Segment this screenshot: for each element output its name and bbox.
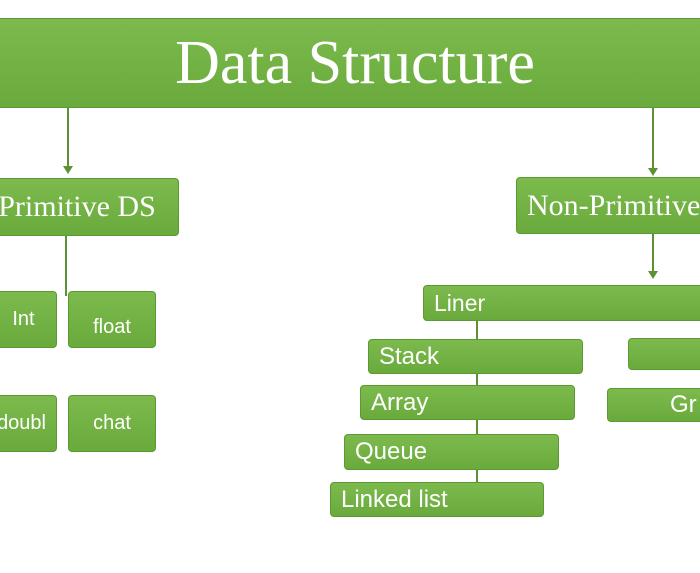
linear-item-stack: Stack bbox=[368, 339, 583, 374]
linear-item-label: Queue bbox=[355, 438, 428, 465]
non-primitive-label: Non-Primitive bbox=[527, 188, 700, 222]
title-box: Data Structure bbox=[0, 18, 700, 108]
arrow-primitive bbox=[63, 166, 73, 174]
type-label: float bbox=[93, 316, 131, 338]
type-label: doubl bbox=[0, 412, 46, 434]
diagram-title: Data Structure bbox=[175, 28, 535, 97]
non-linear-item-label: Gr bbox=[670, 391, 697, 418]
arrow-nonprimitive bbox=[648, 168, 658, 176]
linear-item-label: Array bbox=[371, 388, 429, 416]
connector-nonprimitive-liner bbox=[652, 234, 654, 271]
primitive-ds-box: Primitive DS bbox=[0, 178, 179, 236]
linear-item-array: Array bbox=[360, 385, 575, 420]
type-box-chat: chat bbox=[68, 395, 156, 452]
type-label: chat bbox=[93, 412, 131, 434]
primitive-ds-label: Primitive DS bbox=[0, 190, 156, 223]
non-linear-item-box bbox=[628, 338, 700, 370]
connector-primitive-types bbox=[65, 236, 67, 296]
type-box-double: doubl bbox=[0, 395, 57, 452]
linear-item-linked-list: Linked list bbox=[330, 482, 544, 517]
type-box-int: Int bbox=[0, 291, 57, 348]
arrow-liner bbox=[648, 271, 658, 279]
non-linear-item-graph: Gr bbox=[607, 388, 700, 422]
linear-item-label: Linked list bbox=[341, 485, 448, 513]
type-box-float: float bbox=[68, 291, 156, 348]
type-label: Int bbox=[12, 308, 35, 330]
linear-item-label: Stack bbox=[379, 342, 440, 370]
connector-title-primitive bbox=[67, 108, 69, 166]
connector-title-nonprimitive bbox=[652, 108, 654, 168]
linear-item-queue: Queue bbox=[344, 434, 559, 470]
non-primitive-box: Non-Primitive bbox=[516, 177, 700, 234]
liner-label: Liner bbox=[434, 289, 486, 316]
liner-box: Liner bbox=[423, 285, 700, 321]
